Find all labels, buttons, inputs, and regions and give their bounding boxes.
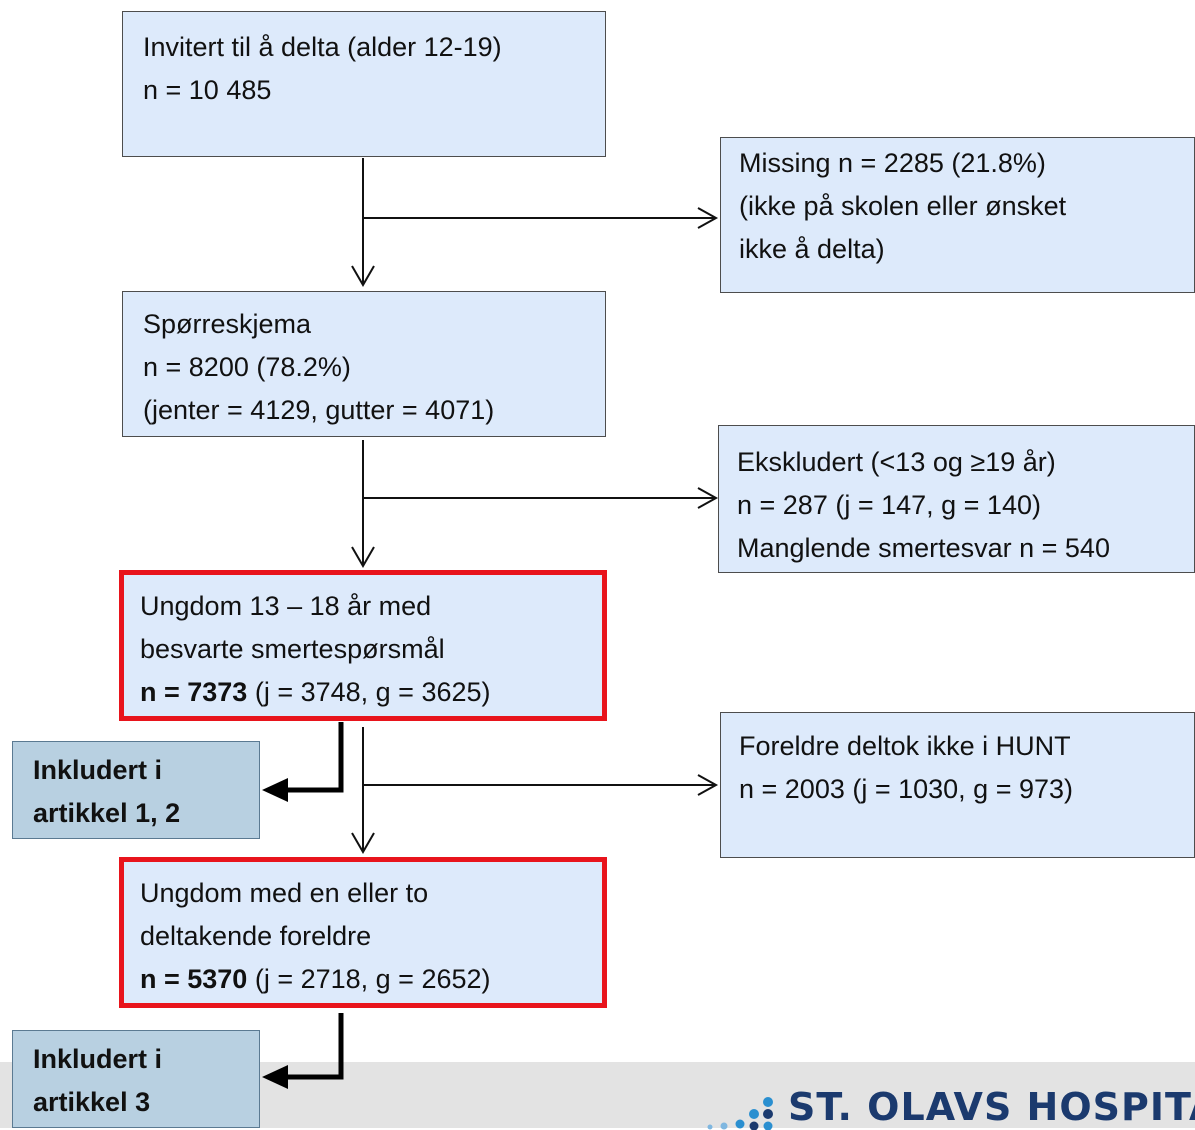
box-invited-line-1: Invitert til å delta (alder 12-19) xyxy=(143,26,605,69)
box-missing-line-1: Missing n = 2285 (21.8%) xyxy=(739,142,1194,185)
logo-text: ST. OLAVS HOSPITAL xyxy=(788,1090,1195,1129)
box-parents-not: Foreldre deltok ikke i HUNT n = 2003 (j … xyxy=(720,712,1195,858)
logo-dots-icon xyxy=(700,1096,780,1130)
box-missing: Missing n = 2285 (21.8%) (ikke på skolen… xyxy=(720,137,1195,293)
box-youth-parents-line-1: Ungdom med en eller to xyxy=(140,872,602,915)
box-excluded: Ekskludert (<13 og ≥19 år) n = 287 (j = … xyxy=(718,425,1195,573)
box-included-12: Inkludert i artikkel 1, 2 xyxy=(12,741,260,839)
box-missing-line-3: ikke å delta) xyxy=(739,228,1194,271)
arrowhead-included-12 xyxy=(262,778,288,802)
box-excluded-line-1: Ekskludert (<13 og ≥19 år) xyxy=(737,441,1194,484)
box-questionnaire-line-3: (jenter = 4129, gutter = 4071) xyxy=(143,389,605,432)
box-questionnaire-line-2: n = 8200 (78.2%) xyxy=(143,346,605,389)
box-excluded-line-2: n = 287 (j = 147, g = 140) xyxy=(737,484,1194,527)
box-included-3: Inkludert i artikkel 3 xyxy=(12,1030,260,1128)
box-youth-parents: Ungdom med en eller to deltakende foreld… xyxy=(119,857,607,1008)
box-questionnaire-line-1: Spørreskjema xyxy=(143,303,605,346)
box-invited: Invitert til å delta (alder 12-19) n = 1… xyxy=(122,11,606,157)
box-excluded-line-3: Manglende smertesvar n = 540 xyxy=(737,527,1194,570)
box-youth-parents-line-2: deltakende foreldre xyxy=(140,915,602,958)
box-included-12-line-1: Inkludert i xyxy=(33,749,259,792)
box-youth-pain-line-1: Ungdom 13 – 18 år med xyxy=(140,585,602,628)
box-youth-parents-n: n = 5370 (j = 2718, g = 2652) xyxy=(140,958,602,1001)
box-included-3-line-1: Inkludert i xyxy=(33,1038,259,1081)
box-included-12-line-2: artikkel 1, 2 xyxy=(33,792,259,835)
box-youth-pain-n: n = 7373 (j = 3748, g = 3625) xyxy=(140,671,602,714)
hospital-logo: ST. OLAVS HOSPITAL xyxy=(700,1090,1195,1130)
box-questionnaire: Spørreskjema n = 8200 (78.2%) (jenter = … xyxy=(122,291,606,437)
box-youth-pain-line-2: besvarte smertespørsmål xyxy=(140,628,602,671)
arrow-to-included-3 xyxy=(272,1013,341,1077)
arrow-to-included-12 xyxy=(272,722,341,790)
box-missing-line-2: (ikke på skolen eller ønsket xyxy=(739,185,1194,228)
box-youth-pain-n-rest: (j = 3748, g = 3625) xyxy=(247,677,490,707)
box-parents-not-line-2: n = 2003 (j = 1030, g = 973) xyxy=(739,768,1194,811)
box-included-3-line-2: artikkel 3 xyxy=(33,1081,259,1124)
box-parents-not-line-1: Foreldre deltok ikke i HUNT xyxy=(739,725,1194,768)
box-youth-pain: Ungdom 13 – 18 år med besvarte smertespø… xyxy=(119,570,607,721)
arrowhead-included-3 xyxy=(262,1065,288,1089)
box-youth-parents-n-bold: n = 5370 xyxy=(140,964,247,994)
box-youth-pain-n-bold: n = 7373 xyxy=(140,677,247,707)
box-invited-line-2: n = 10 485 xyxy=(143,69,605,112)
box-youth-parents-n-rest: (j = 2718, g = 2652) xyxy=(247,964,490,994)
